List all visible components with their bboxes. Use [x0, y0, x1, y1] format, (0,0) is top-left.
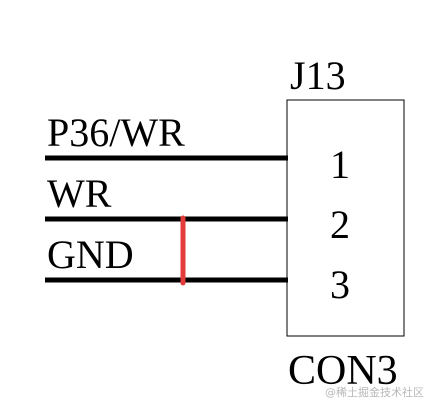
pin-3-number: 3 — [330, 262, 350, 307]
pin-3-net-label: GND — [47, 232, 134, 277]
pin-1-net-label: P36/WR — [47, 110, 185, 155]
pin-1-number: 1 — [330, 142, 350, 187]
watermark-text: @稀土掘金技术社区 — [325, 385, 424, 399]
connector-designator: J13 — [290, 53, 346, 98]
pin-2-number: 2 — [330, 202, 350, 247]
pin-2-net-label: WR — [47, 171, 112, 216]
connector-part-name: CON3 — [288, 348, 398, 394]
